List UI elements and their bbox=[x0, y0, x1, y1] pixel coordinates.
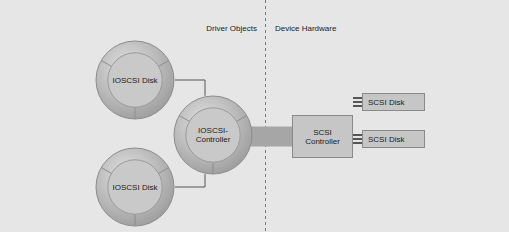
node-text: IOSCSI Disk bbox=[113, 183, 158, 192]
bus-pins bbox=[353, 98, 362, 106]
ring-divider bbox=[179, 116, 189, 122]
node-text: SCSI Controller bbox=[296, 128, 349, 146]
node-text: IOSCSI Disk bbox=[113, 76, 158, 85]
object-link bbox=[175, 174, 205, 187]
inner-disc bbox=[186, 108, 240, 162]
hardware-band bbox=[251, 127, 292, 147]
ring-divider bbox=[159, 168, 169, 174]
driver-object: IOSCSI Disk bbox=[95, 147, 175, 227]
outer-ring bbox=[174, 96, 252, 174]
node-text: SCSI Disk bbox=[368, 135, 404, 144]
ring-divider bbox=[237, 116, 247, 122]
region-label: Device Hardware bbox=[275, 24, 336, 34]
ring-divider bbox=[101, 61, 111, 67]
region-label: Driver Objects bbox=[206, 24, 257, 34]
ring-divider bbox=[135, 107, 136, 119]
object-link bbox=[175, 80, 205, 96]
driver-object: IOSCSI- Controller bbox=[173, 95, 253, 175]
inner-disc bbox=[108, 160, 162, 214]
hardware-box: SCSI Controller bbox=[292, 115, 353, 158]
inner-disc bbox=[108, 53, 162, 107]
outer-ring bbox=[96, 41, 174, 119]
hardware-box: SCSI Disk bbox=[362, 130, 425, 148]
bus-pins bbox=[353, 135, 362, 143]
ring-divider bbox=[213, 162, 214, 174]
ring-divider bbox=[159, 61, 169, 67]
ring-divider bbox=[135, 214, 136, 226]
outer-ring bbox=[96, 148, 174, 226]
node-text: SCSI Disk bbox=[368, 98, 404, 107]
ring-divider bbox=[101, 168, 111, 174]
node-text: IOSCSI- Controller bbox=[190, 126, 236, 144]
driver-object: IOSCSI Disk bbox=[95, 40, 175, 120]
divider-line bbox=[265, 0, 266, 232]
hardware-box: SCSI Disk bbox=[362, 93, 425, 111]
